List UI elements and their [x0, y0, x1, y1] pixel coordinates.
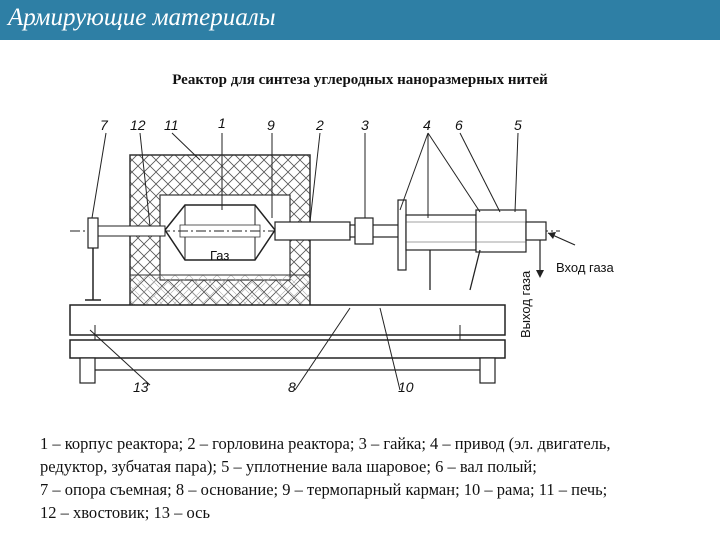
callout-13: 13 — [133, 379, 149, 395]
page-title: Армирующие материалы — [8, 4, 276, 31]
callout-9: 9 — [267, 117, 275, 133]
gas-inlet-label: Вход газа — [556, 260, 615, 275]
reactor-diagram: 7 12 11 1 9 2 3 4 6 5 13 8 10 Газ Вход г… — [69, 115, 615, 395]
caption-line: 12 – хвостовик; 13 – ось — [40, 503, 211, 522]
legend-caption: 1 – корпус реактора; 2 – горловина реакт… — [40, 432, 710, 524]
callout-10: 10 — [398, 379, 414, 395]
callout-11: 11 — [164, 117, 179, 133]
gas-flow-arrows — [536, 232, 576, 278]
caption-line: редуктор, зубчатая пара); 5 – уплотнение… — [40, 457, 537, 476]
callout-5: 5 — [514, 117, 522, 133]
gas-label: Газ — [210, 248, 229, 263]
caption-line: 1 – корпус реактора; 2 – горловина реакт… — [40, 434, 611, 453]
callout-7: 7 — [100, 117, 109, 133]
drive-assembly — [397, 199, 547, 291]
callout-8: 8 — [288, 379, 296, 395]
caption-line: 7 – опора съемная; 8 – основание; 9 – те… — [40, 480, 608, 499]
callout-1: 1 — [218, 115, 226, 131]
frame — [69, 304, 506, 384]
header-bar: Армирующие материалы — [0, 0, 720, 40]
leader-lines — [89, 132, 519, 391]
callout-4: 4 — [423, 117, 431, 133]
gas-outlet-label: Выход газа — [518, 270, 533, 338]
callout-12: 12 — [130, 117, 146, 133]
removable-support — [85, 217, 101, 301]
callout-labels: 7 12 11 1 9 2 3 4 6 5 13 8 10 — [100, 115, 522, 395]
main-shaft — [70, 217, 560, 245]
diagram-subtitle: Реактор для синтеза углеродных наноразме… — [172, 72, 548, 88]
callout-3: 3 — [361, 117, 369, 133]
reactor-body — [164, 204, 276, 261]
callout-2: 2 — [315, 117, 324, 133]
callout-6: 6 — [455, 117, 463, 133]
